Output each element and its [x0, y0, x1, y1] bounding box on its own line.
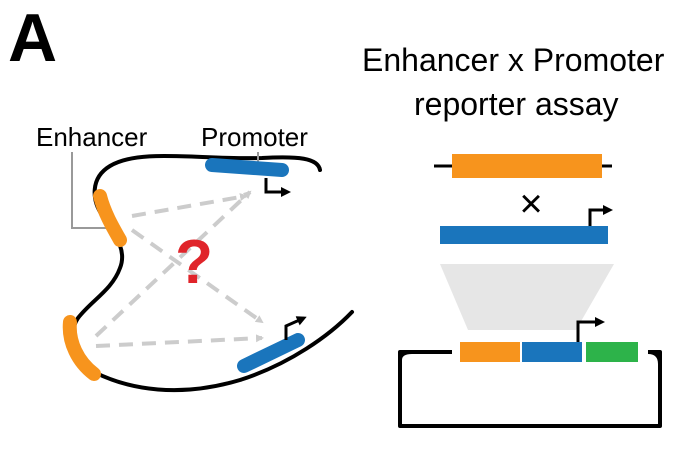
promoter-bottom	[237, 333, 305, 373]
assay-title-line-2: reporter assay	[414, 86, 619, 122]
panel-label: A	[8, 0, 58, 76]
enhancer-leader-lines	[71, 152, 106, 229]
promoter-top	[205, 158, 289, 177]
dna-strand	[70, 153, 354, 393]
assay-diagram: ×	[398, 154, 662, 428]
cross-symbol: ×	[519, 182, 542, 226]
tss-arrow-bottom	[284, 316, 307, 340]
plasmid-reporter-gene	[586, 342, 638, 362]
assay-title-line-1: Enhancer x Promoter	[362, 42, 665, 78]
possible-interactions	[94, 190, 264, 348]
enhancer-label: Enhancer	[36, 122, 148, 152]
plasmid-backbone	[398, 350, 662, 428]
question-mark: ?	[175, 228, 213, 297]
plasmid-enhancer	[460, 342, 520, 362]
promoter-label: Promoter	[201, 122, 308, 152]
chromatin-loop	[70, 153, 354, 393]
assay-tss-arrow-top	[588, 205, 613, 226]
enhancer-fragment	[452, 154, 602, 178]
assay-tss-arrow-plasmid	[576, 317, 605, 342]
tss-arrow-top	[264, 178, 291, 197]
enhancer-bottom	[62, 315, 101, 381]
plasmid-promoter	[522, 342, 582, 362]
enhancer-top	[93, 189, 127, 247]
promoter-fragment	[440, 226, 608, 244]
cloning-funnel	[440, 264, 614, 330]
